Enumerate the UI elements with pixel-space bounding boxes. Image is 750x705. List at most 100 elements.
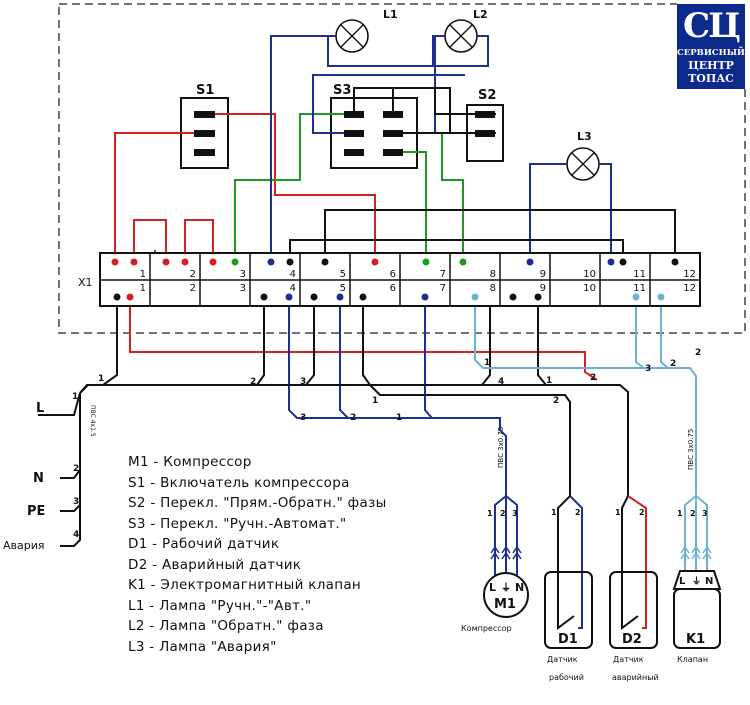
supply-pe-label: PE xyxy=(27,504,45,519)
compressor-m1-label: M1 xyxy=(494,597,516,612)
enclosure-boundary xyxy=(58,3,746,334)
terminal-connection-dot xyxy=(310,293,318,301)
terminal-number: 12 xyxy=(683,269,696,280)
svg-text:2: 2 xyxy=(553,396,559,406)
svg-text:рабочий: рабочий xyxy=(549,673,584,682)
wires-light-blue xyxy=(474,297,697,496)
switch-s1-label: S1 xyxy=(196,83,214,98)
svg-text:1: 1 xyxy=(546,376,552,386)
sensor-d1-label: D1 xyxy=(558,632,578,647)
svg-text:1: 1 xyxy=(487,509,493,518)
terminal-number: 3 xyxy=(240,283,246,294)
svg-text:3: 3 xyxy=(73,497,79,507)
svg-text:1: 1 xyxy=(396,413,402,423)
switch-s3-label: S3 xyxy=(333,83,351,98)
terminal-connection-dot xyxy=(209,258,217,266)
valve-caption: Клапан xyxy=(677,655,708,664)
terminal-connection-dot xyxy=(509,293,517,301)
lamp-l3: L3 xyxy=(566,130,600,181)
terminal-number: 9 xyxy=(540,269,546,280)
logo-line-1: СЕРВИСНЫЙ xyxy=(677,48,745,58)
svg-text:4: 4 xyxy=(73,530,79,540)
service-center-logo: СЦ СЕРВИСНЫЙ ЦЕНТР ТОПАС xyxy=(677,4,745,89)
connector-arrows-icon xyxy=(680,545,712,560)
svg-text:2: 2 xyxy=(500,509,506,518)
terminal-connection-dot xyxy=(607,258,615,266)
logo-line-2: ЦЕНТР xyxy=(688,59,734,72)
lamp-cross-icon xyxy=(571,152,595,176)
wires-red xyxy=(114,113,598,381)
terminal-number: 2 xyxy=(190,269,196,280)
svg-text:1: 1 xyxy=(484,358,490,368)
terminal-number: 8 xyxy=(490,269,496,280)
terminal-connection-dot xyxy=(371,258,379,266)
terminal-connection-dot xyxy=(632,293,640,301)
terminal-number: 11 xyxy=(633,283,646,294)
supply-n-label: N xyxy=(33,471,44,486)
lamp-l2: L2 xyxy=(444,8,488,53)
terminal-number: 10 xyxy=(583,269,596,280)
svg-text:1: 1 xyxy=(677,509,683,518)
sensor-d2-label: D2 xyxy=(622,632,642,647)
svg-text:2: 2 xyxy=(670,359,676,369)
logo-line-3: ТОПАС xyxy=(688,72,734,85)
legend-item: S2 - Перекл. "Прям.-Обратн." фазы xyxy=(128,495,387,511)
wires-black xyxy=(38,87,676,547)
svg-text:3: 3 xyxy=(512,509,518,518)
terminal-connection-dot xyxy=(162,258,170,266)
terminal-number: 4 xyxy=(290,269,296,280)
terminal-connection-dot xyxy=(657,293,665,301)
svg-text:аварийный: аварийный xyxy=(612,673,659,682)
svg-text:4: 4 xyxy=(498,377,504,387)
switch-s2-label: S2 xyxy=(478,88,496,103)
supply-labels: L N PE xyxy=(27,401,45,519)
svg-text:2: 2 xyxy=(250,377,256,387)
switch-s1: S1 xyxy=(180,83,229,169)
svg-text:2: 2 xyxy=(350,413,356,423)
terminal-number: 1 xyxy=(140,283,146,294)
terminal-number: 2 xyxy=(190,283,196,294)
logo-mark-icon: СЦ xyxy=(683,6,741,46)
connector-arrows-icon xyxy=(490,545,522,560)
terminal-connection-dot xyxy=(321,258,329,266)
svg-text:1: 1 xyxy=(551,508,557,517)
compressor-caption: Компрессор xyxy=(461,624,512,633)
terminal-connection-dot xyxy=(286,258,294,266)
terminal-number: 3 xyxy=(240,269,246,280)
switch-s2: S2 xyxy=(466,88,504,162)
legend-item: L3 - Лампа "Авария" xyxy=(128,638,277,655)
svg-text:1: 1 xyxy=(98,374,104,384)
lamp-l1-label: L1 xyxy=(383,8,398,21)
svg-text:1: 1 xyxy=(72,392,78,402)
supply-l-label: L xyxy=(36,401,44,416)
ground-icon: ⏚ xyxy=(692,576,701,587)
svg-text:2: 2 xyxy=(690,509,696,518)
svg-text:N: N xyxy=(515,581,524,594)
legend-item: S3 - Перекл. "Ручн.-Автомат." xyxy=(128,515,347,532)
terminal-connection-dot xyxy=(285,293,293,301)
legend-item: D1 - Рабочий датчик xyxy=(128,536,280,552)
terminal-number: 8 xyxy=(490,283,496,294)
k1-cable-label: ПВС 3х0.75 xyxy=(687,429,695,470)
svg-text:Датчик: Датчик xyxy=(547,655,578,664)
svg-text:N: N xyxy=(705,576,713,587)
legend-item: D2 - Аварийный датчик xyxy=(128,556,302,573)
ground-icon: ⏚ xyxy=(501,582,511,594)
lamp-cross-icon xyxy=(449,24,473,48)
terminal-connection-dot xyxy=(422,258,430,266)
legend-item: K1 - Электромагнитный клапан xyxy=(128,577,362,593)
terminal-connection-dot xyxy=(534,293,542,301)
legend-item: M1 - Компрессор xyxy=(128,454,252,470)
terminal-connection-dot xyxy=(126,293,134,301)
terminal-number: 7 xyxy=(440,269,446,280)
lamp-cross-icon xyxy=(340,24,364,48)
terminal-block-label: X1 xyxy=(78,276,93,289)
terminal-connection-dot xyxy=(260,293,268,301)
lamp-l1: L1 xyxy=(335,8,398,53)
terminal-number: 7 xyxy=(440,283,446,294)
lamp-l2-label: L2 xyxy=(473,8,488,21)
